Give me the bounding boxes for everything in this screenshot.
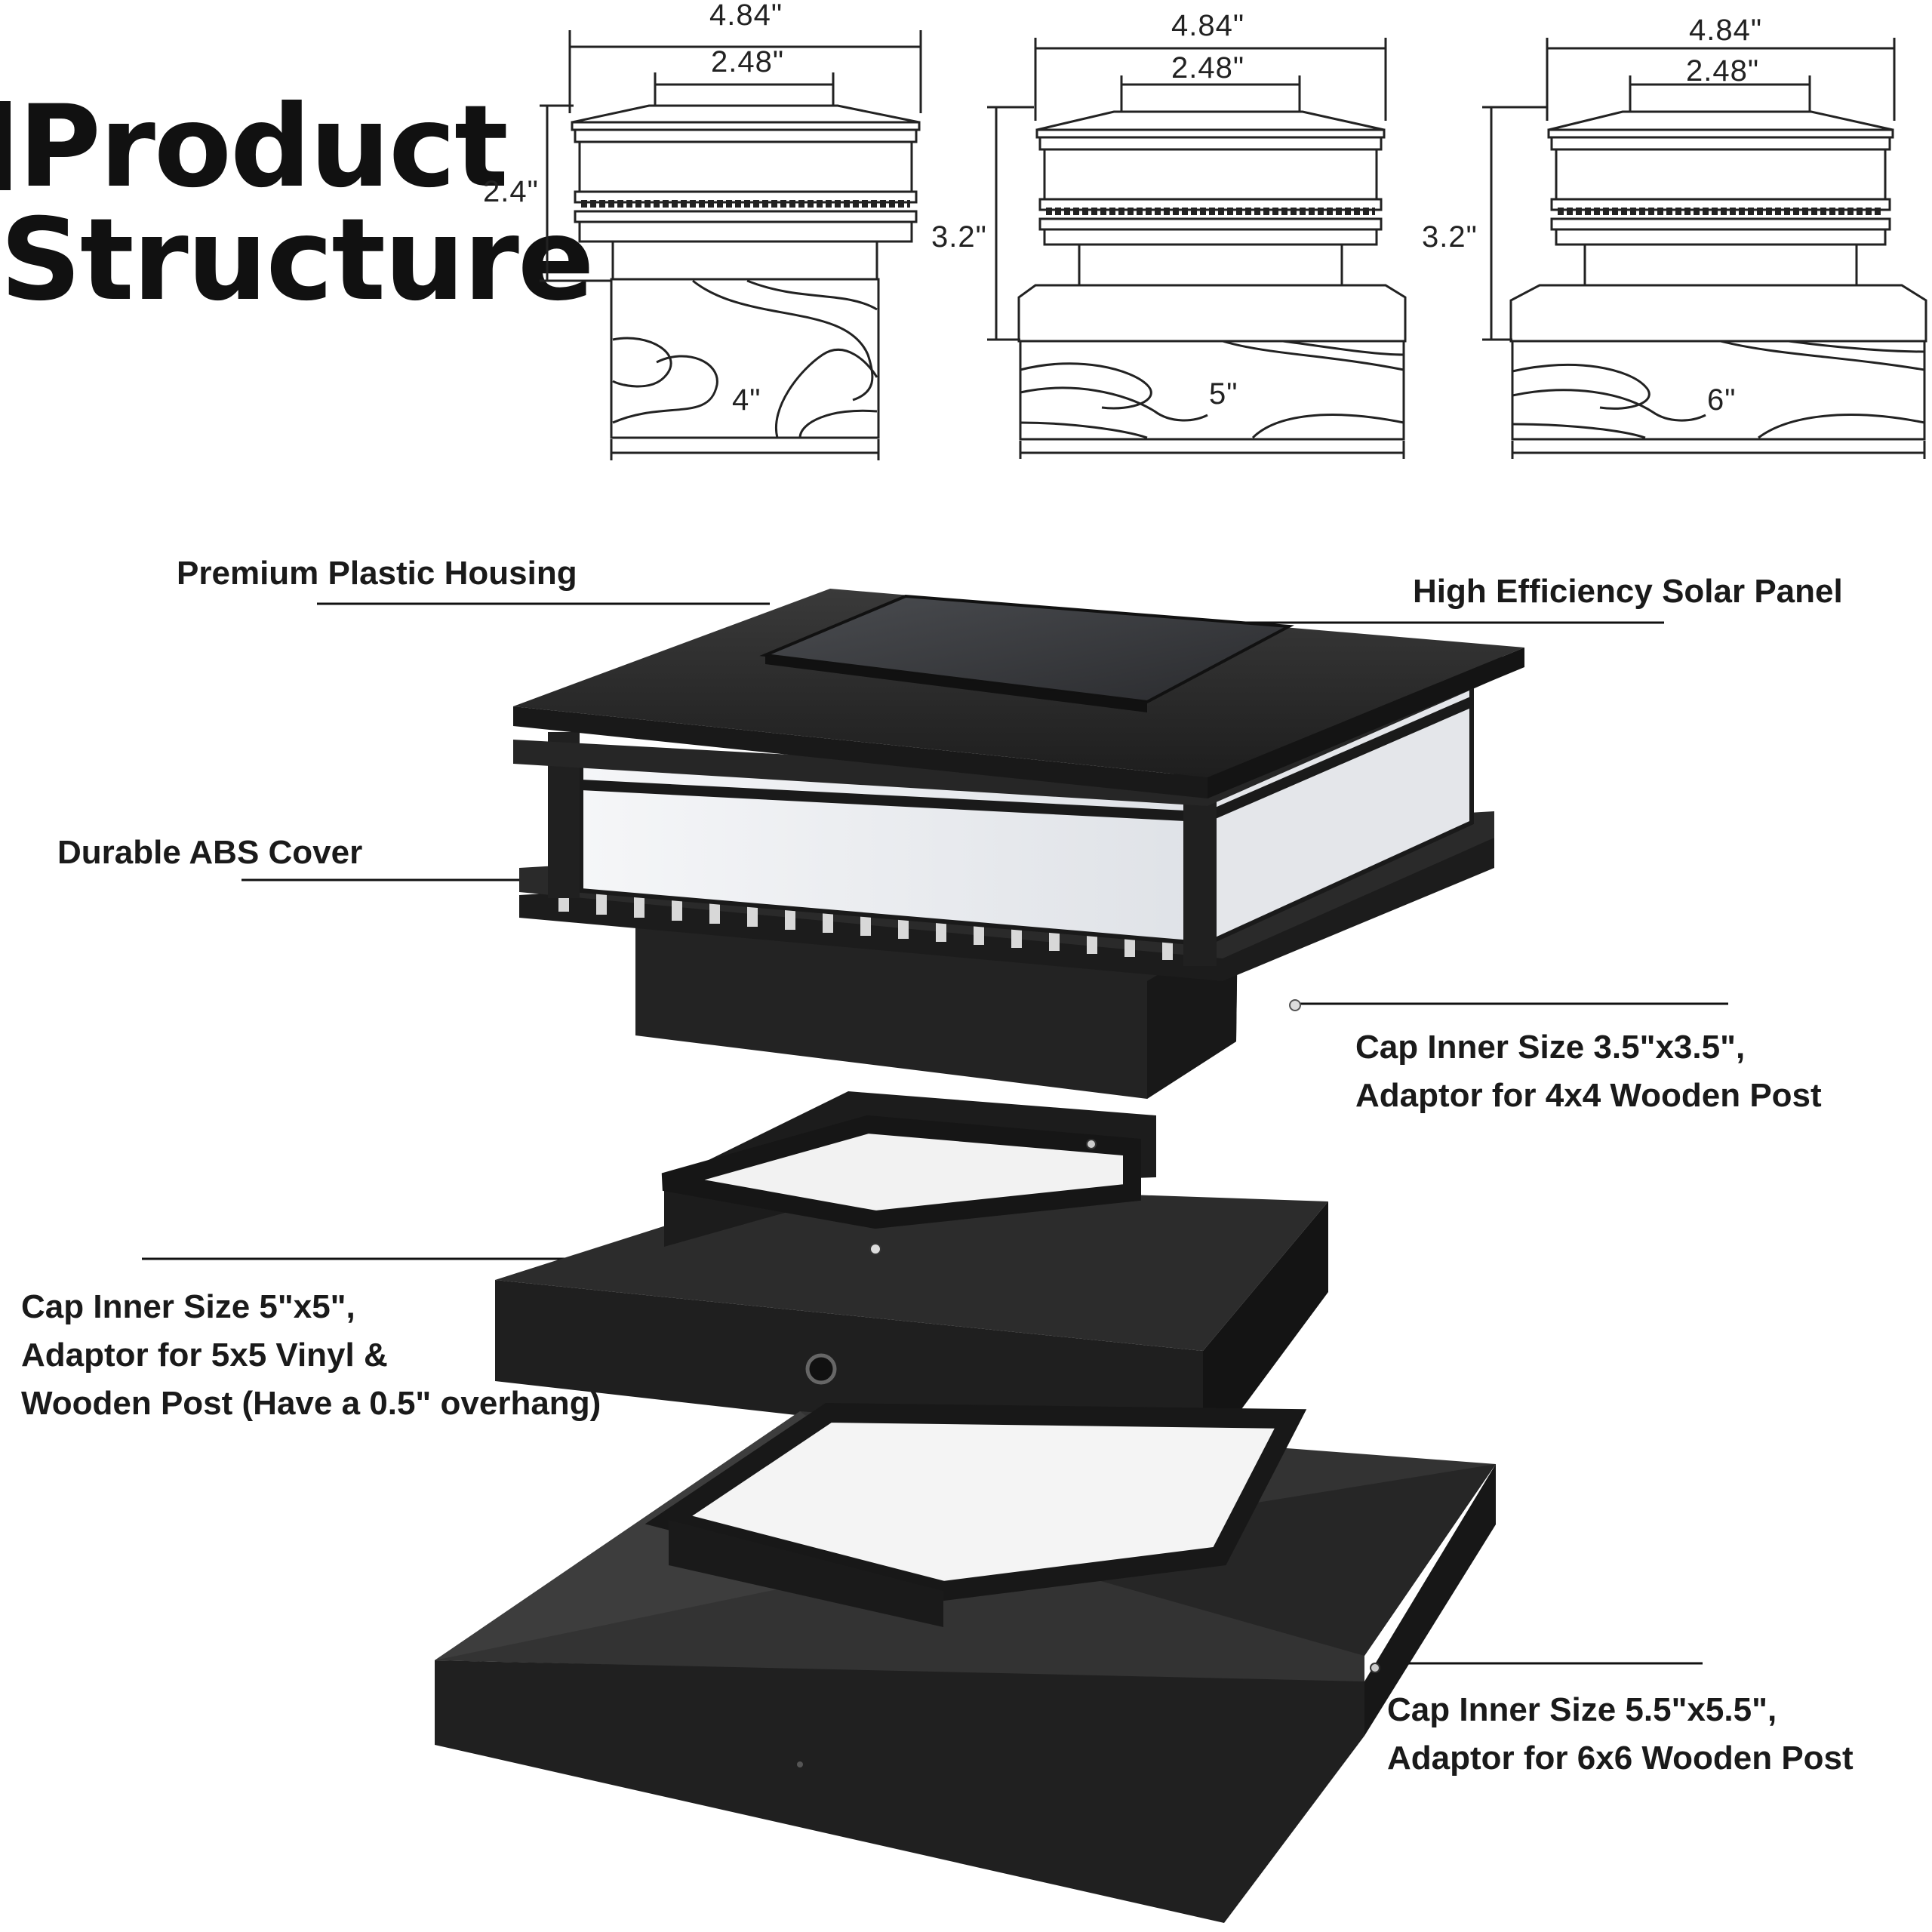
dim-post-size-3: 6": [1707, 383, 1737, 417]
dim-height-2: 3.2": [931, 220, 987, 254]
callout-cap-5x5-line3: Wooden Post (Have a 0.5" overhang): [21, 1385, 601, 1422]
solar-light-cap: [513, 589, 1524, 1099]
solar-panel: [759, 594, 1294, 704]
dim-top-width-3: 4.84": [1689, 14, 1763, 47]
callout-cap-4x4-line1: Cap Inner Size 3.5"x3.5",: [1355, 1029, 1746, 1066]
callout-cap-6x6: Cap Inner Size 5.5"x5.5", Adaptor for 6x…: [1387, 1686, 1854, 1783]
dim-inner-width-1: 2.48": [711, 45, 785, 78]
dim-height-1: 2.4": [483, 175, 539, 208]
adaptor-6x6: [435, 1402, 1496, 1923]
title-line1: Product: [18, 82, 509, 213]
dim-inner-width-2: 2.48": [1171, 51, 1245, 85]
callout-cap-5x5-line2: Adaptor for 5x5 Vinyl &: [21, 1337, 388, 1374]
callout-housing: Premium Plastic Housing: [177, 555, 577, 592]
dim-top-width-1: 4.84": [709, 0, 783, 32]
callout-cap-4x4: Cap Inner Size 3.5"x3.5", Adaptor for 4x…: [1355, 1023, 1822, 1120]
diagram-6x6: [1482, 38, 1927, 459]
dim-post-size-2: 5": [1209, 377, 1238, 411]
callout-cap-5x5-line1: Cap Inner Size 5"x5",: [21, 1288, 355, 1325]
adaptor-5x5: [495, 1091, 1328, 1461]
callout-cap-4x4-line2: Adaptor for 4x4 Wooden Post: [1355, 1077, 1822, 1114]
title-line2: Structure: [0, 195, 595, 326]
dim-top-width-2: 4.84": [1171, 9, 1245, 42]
dim-post-size-1: 4": [732, 383, 761, 417]
title-bar-mark: [0, 101, 11, 190]
diagram-4x4: [540, 30, 922, 460]
callout-cap-6x6-line2: Adaptor for 6x6 Wooden Post: [1387, 1740, 1854, 1777]
diagram-5x5: [987, 38, 1407, 459]
vent-slots: [558, 891, 1173, 960]
dim-height-3: 3.2": [1422, 220, 1478, 254]
callout-cap-6x6-line1: Cap Inner Size 5.5"x5.5",: [1387, 1691, 1777, 1728]
callout-abs-cover: Durable ABS Cover: [57, 834, 363, 871]
callout-cap-5x5: Cap Inner Size 5"x5", Adaptor for 5x5 Vi…: [21, 1283, 601, 1428]
dim-inner-width-3: 2.48": [1686, 54, 1760, 88]
page-title: Product Structure: [0, 91, 595, 326]
callout-solar-panel: High Efficiency Solar Panel: [1413, 573, 1843, 610]
